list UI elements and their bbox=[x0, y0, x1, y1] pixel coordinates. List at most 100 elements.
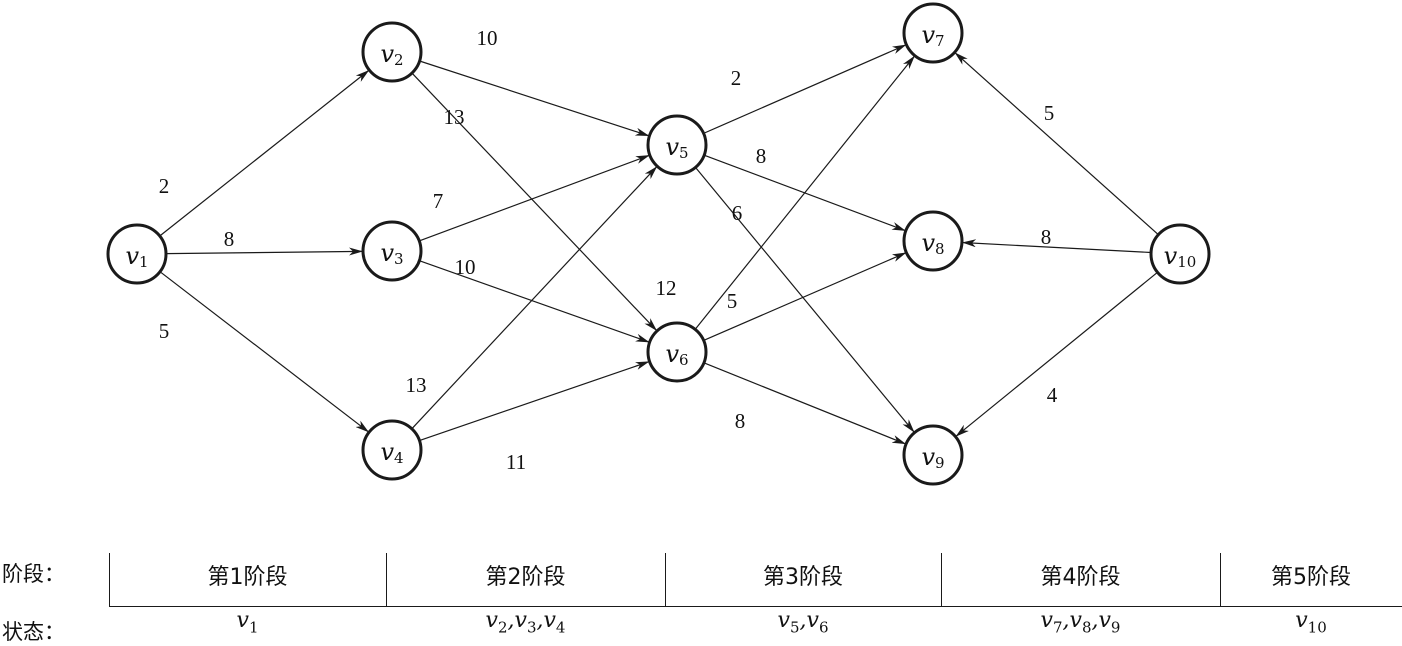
edge-weight-v1-v4: 5 bbox=[159, 319, 170, 343]
edge-v3-v5 bbox=[418, 154, 651, 242]
edge-weight-v5-v7: 2 bbox=[731, 66, 742, 90]
edge-weight-v10-v7: 5 bbox=[1044, 101, 1055, 125]
edge-v6-v7 bbox=[694, 55, 916, 330]
node-circle bbox=[106, 223, 168, 285]
node-circle bbox=[361, 220, 423, 282]
edge-v6-v9 bbox=[703, 362, 907, 445]
state-separator: , bbox=[1091, 608, 1099, 633]
stage-2-states: v2,v3,v4 bbox=[386, 608, 665, 636]
node-v8: v8 bbox=[902, 210, 964, 272]
node-v5: v5 bbox=[646, 114, 708, 176]
state-row-header: 状态： bbox=[2, 620, 65, 644]
node-label: v4 bbox=[380, 438, 403, 467]
node-label-letter: v bbox=[125, 242, 139, 270]
edge-weight-v1-v3: 8 bbox=[224, 227, 235, 251]
edge-v6-v8 bbox=[703, 251, 907, 342]
node-v10: v10 bbox=[1149, 223, 1211, 285]
node-label: v9 bbox=[921, 443, 944, 472]
node-label-subscript: 7 bbox=[935, 32, 945, 50]
state-v: v bbox=[777, 608, 790, 633]
node-label-subscript: 10 bbox=[1177, 253, 1196, 271]
column-divider bbox=[1220, 553, 1221, 606]
node-label-letter: v bbox=[665, 340, 679, 368]
state-sub: 1 bbox=[248, 618, 259, 637]
edge-weight-v4-v5: 13 bbox=[406, 373, 427, 397]
stage-4-label: 第4阶段 bbox=[1040, 565, 1121, 590]
node-circle bbox=[902, 424, 964, 486]
node-label-letter: v bbox=[921, 21, 935, 49]
edge-v10-v9 bbox=[955, 271, 1158, 438]
node-circle bbox=[646, 321, 708, 383]
node-label-subscript: 3 bbox=[394, 250, 404, 268]
node-circle bbox=[361, 419, 423, 481]
stage-2-label: 第2阶段 bbox=[485, 565, 566, 590]
edge-weight-v1-v2: 2 bbox=[159, 174, 170, 198]
state-v: v bbox=[1295, 608, 1308, 633]
node-label-letter: v bbox=[921, 229, 935, 257]
state-separator: , bbox=[1062, 608, 1070, 633]
node-v2: v2 bbox=[361, 21, 423, 83]
node-label: v3 bbox=[380, 239, 403, 268]
node-label: v1 bbox=[125, 242, 148, 271]
node-label-subscript: 8 bbox=[935, 240, 945, 258]
state-separator: , bbox=[536, 608, 544, 633]
column-divider bbox=[941, 553, 942, 606]
stage-3-states: v5,v6 bbox=[665, 608, 941, 636]
state-v: v bbox=[1098, 608, 1111, 633]
edge-v1-v3 bbox=[165, 247, 364, 256]
column-divider bbox=[665, 553, 666, 606]
table-divider bbox=[109, 606, 1402, 607]
edge-v10-v8 bbox=[961, 239, 1152, 254]
node-circle bbox=[646, 114, 708, 176]
state-v: v bbox=[236, 608, 249, 633]
node-circle bbox=[902, 210, 964, 272]
edge-v3-v6 bbox=[419, 260, 650, 343]
node-label-subscript: 9 bbox=[935, 454, 945, 472]
edge-weight-v3-v5: 7 bbox=[433, 189, 444, 213]
state-sub: 6 bbox=[818, 618, 829, 637]
state-v: v bbox=[1069, 608, 1082, 633]
column-divider bbox=[386, 553, 387, 606]
column-divider bbox=[109, 553, 110, 606]
node-label-subscript: 1 bbox=[139, 253, 149, 271]
node-v3: v3 bbox=[361, 220, 423, 282]
edge-weight-v2-v6: 13 bbox=[444, 105, 465, 129]
node-v9: v9 bbox=[902, 424, 964, 486]
node-circle bbox=[361, 21, 423, 83]
stage-1-label: 第1阶段 bbox=[207, 565, 288, 590]
node-circle bbox=[902, 2, 964, 64]
state-v: v bbox=[514, 608, 527, 633]
state-sub: 4 bbox=[555, 618, 566, 637]
edge-weight-v4-v6: 11 bbox=[506, 450, 526, 474]
state-sub: 3 bbox=[526, 618, 537, 637]
state-v: v bbox=[806, 608, 819, 633]
edge-v1-v2 bbox=[159, 69, 370, 237]
state-v: v bbox=[1040, 608, 1053, 633]
stage-3-label: 第3阶段 bbox=[763, 565, 843, 590]
state-v: v bbox=[543, 608, 556, 633]
node-label-subscript: 2 bbox=[394, 51, 404, 69]
node-label-letter: v bbox=[380, 40, 394, 68]
edge-v4-v6 bbox=[419, 360, 650, 442]
edge-v5-v9 bbox=[695, 166, 915, 434]
edge-v1-v4 bbox=[159, 271, 370, 433]
state-separator: , bbox=[799, 608, 807, 633]
node-label: v10 bbox=[1164, 242, 1197, 271]
edge-weight-v6-v7: 12 bbox=[656, 276, 677, 300]
edge-weight-v5-v9: 6 bbox=[732, 201, 743, 225]
state-sub: 7 bbox=[1052, 618, 1063, 637]
node-v7: v7 bbox=[902, 2, 964, 64]
node-label-letter: v bbox=[1164, 242, 1178, 270]
stage-4-states: v7,v8,v9 bbox=[941, 608, 1220, 636]
node-label-letter: v bbox=[665, 133, 679, 161]
node-circle bbox=[1149, 223, 1211, 285]
node-label: v7 bbox=[921, 21, 944, 50]
stage-1-states: v1 bbox=[109, 608, 386, 636]
node-label: v2 bbox=[380, 40, 403, 69]
node-label-subscript: 6 bbox=[679, 351, 689, 369]
node-label: v6 bbox=[665, 340, 688, 369]
edge-weight-v10-v9: 4 bbox=[1047, 383, 1058, 407]
node-label: v8 bbox=[921, 229, 944, 258]
